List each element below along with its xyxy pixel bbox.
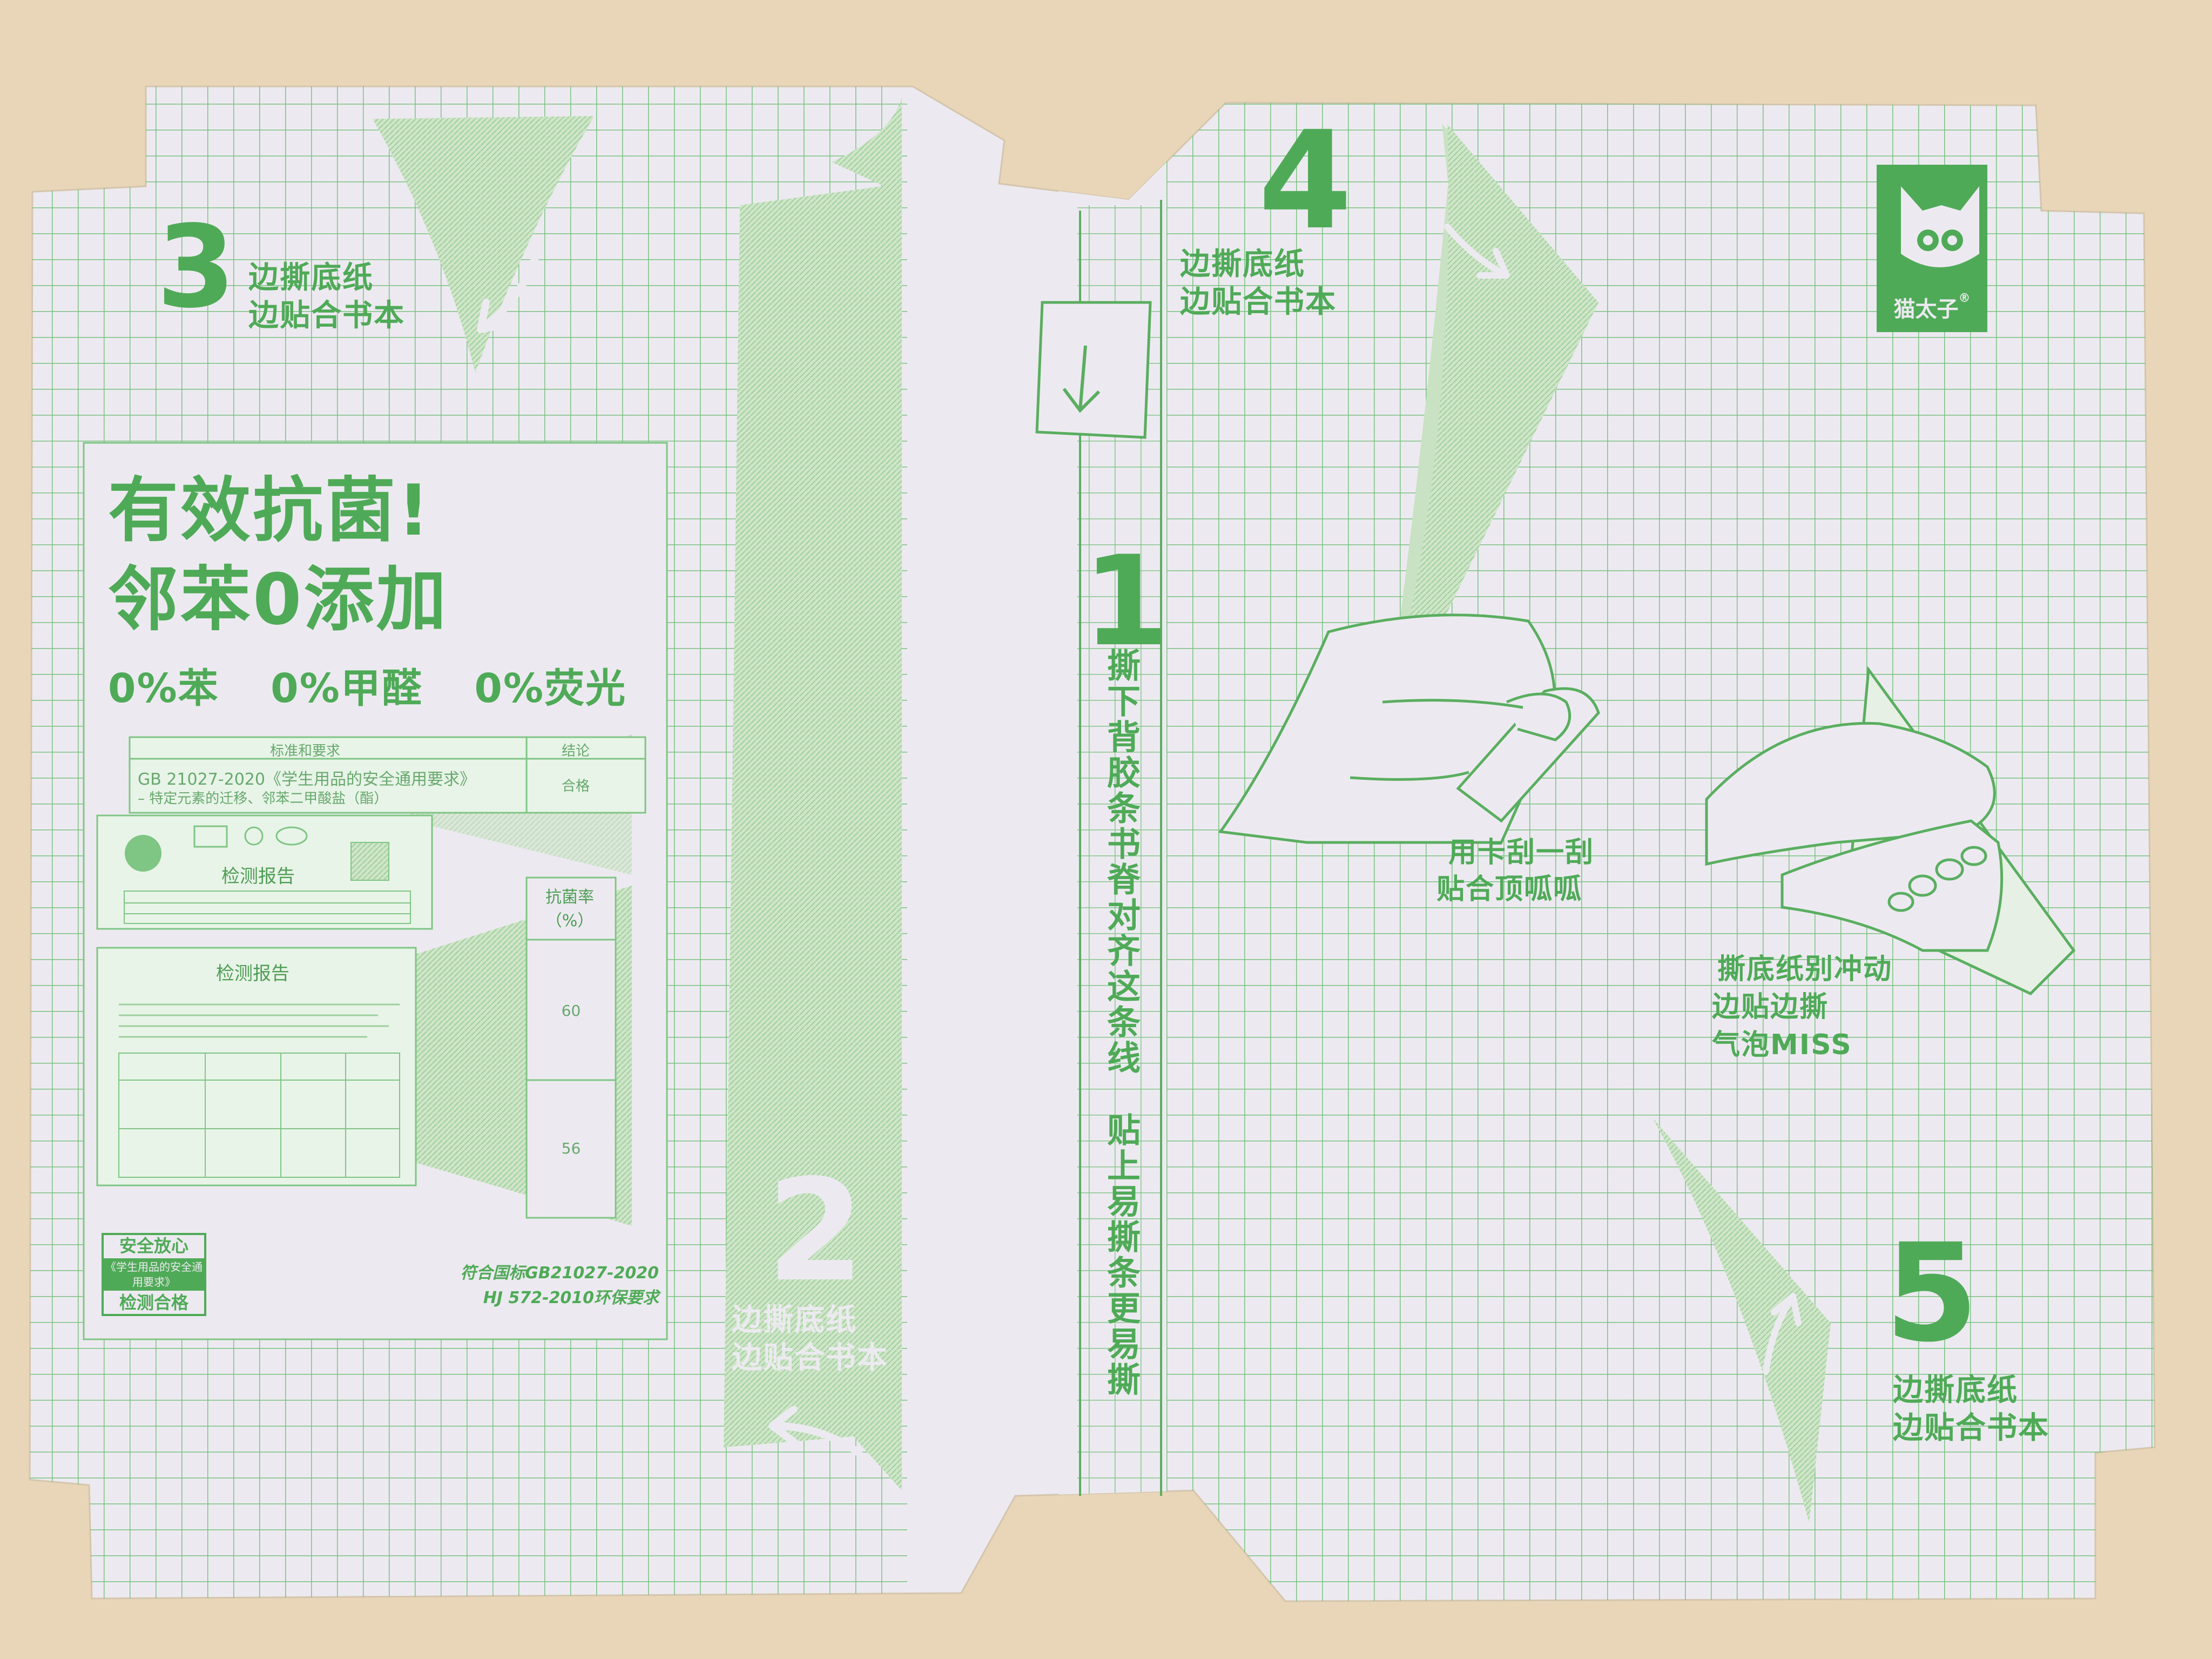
- step2-line2: 边贴合书本: [732, 1340, 888, 1375]
- step3-line2: 边贴合书本: [248, 298, 405, 333]
- rate-value-2: 56: [561, 1139, 581, 1157]
- tip-scrape-line2: 贴合顶呱呱: [1437, 873, 1583, 906]
- step3-caption: 边撕底纸 边贴合书本: [248, 259, 405, 335]
- step5-line2: 边贴合书本: [1893, 1411, 2049, 1446]
- seal-badge: 安全放心 《学生用品的安全通用要求》 检测合格: [103, 1234, 205, 1315]
- table-standard-sub: – 特定元素的迁移、邻苯二甲酸盐（酯）: [138, 791, 388, 807]
- step2-caption: 边撕底纸 边贴合书本: [732, 1301, 888, 1377]
- seal-line2: 《学生用品的安全通用要求》: [105, 1260, 203, 1289]
- compliance-line1: 符合国标GB21027-2020: [460, 1264, 659, 1283]
- headline-antibacterial: 有效抗菌!: [108, 469, 432, 551]
- tip-peel: 撕底纸别冲动 边贴边撕 气泡MISS: [1712, 950, 1892, 1064]
- headline-phthalate-free: 邻苯0添加: [108, 558, 449, 640]
- rate-value-1: 60: [561, 1002, 581, 1020]
- hand-scrape-illustration: [1218, 613, 1600, 844]
- step4-line2: 边贴合书本: [1180, 285, 1337, 320]
- step1-number: 1: [1083, 530, 1170, 674]
- report-title-1: 检测报告: [221, 866, 295, 887]
- tip-peel-line2: 边贴边撕: [1712, 991, 1829, 1023]
- table-header-conclusion: 结论: [562, 743, 590, 759]
- report-title-2: 检测报告: [216, 963, 289, 984]
- compliance-text: 符合国标GB21027-2020 HJ 572-2010环保要求: [421, 1261, 659, 1311]
- step4-line1: 边撕底纸: [1180, 247, 1305, 282]
- step2-line1: 边撕底纸: [732, 1303, 857, 1338]
- step4-caption: 边撕底纸 边贴合书本: [1180, 246, 1337, 321]
- tip-peel-line3: 气泡MISS: [1712, 1029, 1852, 1061]
- step5-number: 5: [1885, 1215, 1979, 1372]
- claim-benzene: 0%苯: [108, 665, 219, 712]
- step5-line1: 边撕底纸: [1893, 1373, 2018, 1408]
- table-standard: GB 21027-2020《学生用品的安全通用要求》: [138, 770, 476, 789]
- rate-header: 抗菌率（%）: [545, 888, 594, 930]
- seal-line1: 安全放心: [119, 1236, 188, 1256]
- step4-number: 4: [1258, 102, 1352, 259]
- brand-logo: 猫太子®: [1877, 292, 1987, 323]
- compliance-line2: HJ 572-2010环保要求: [483, 1289, 659, 1307]
- tip-scrape-line1: 用卡刮一刮: [1448, 837, 1595, 869]
- tip-peel-line1: 撕底纸别冲动: [1717, 953, 1893, 986]
- step5-caption: 边撕底纸 边贴合书本: [1893, 1372, 2049, 1447]
- step3-number: 3: [157, 201, 236, 333]
- claim-formaldehyde: 0%甲醛: [271, 665, 423, 712]
- seal-line3: 检测合格: [119, 1292, 188, 1313]
- tip-scrape: 用卡刮一刮 贴合顶呱呱: [1437, 834, 1594, 908]
- claim-fluorescent: 0%荧光: [474, 665, 626, 712]
- step2-number: 2: [767, 1150, 865, 1313]
- step3-line1: 边撕底纸: [248, 260, 374, 295]
- step1-text-sub: 贴上易撕条更易撕: [1101, 1112, 1141, 1398]
- step1-text-main: 撕下背胶条书脊对齐这条线: [1101, 648, 1141, 1076]
- zero-claims: 0%苯 0%甲醛 0%荧光: [108, 656, 626, 714]
- hand-peel-illustration: [1705, 666, 2076, 996]
- table-header-standard: 标准和要求: [270, 743, 341, 759]
- brand-name: 猫太子: [1893, 297, 1959, 322]
- table-conclusion: 合格: [562, 778, 590, 794]
- registered-mark: ®: [1958, 292, 1971, 305]
